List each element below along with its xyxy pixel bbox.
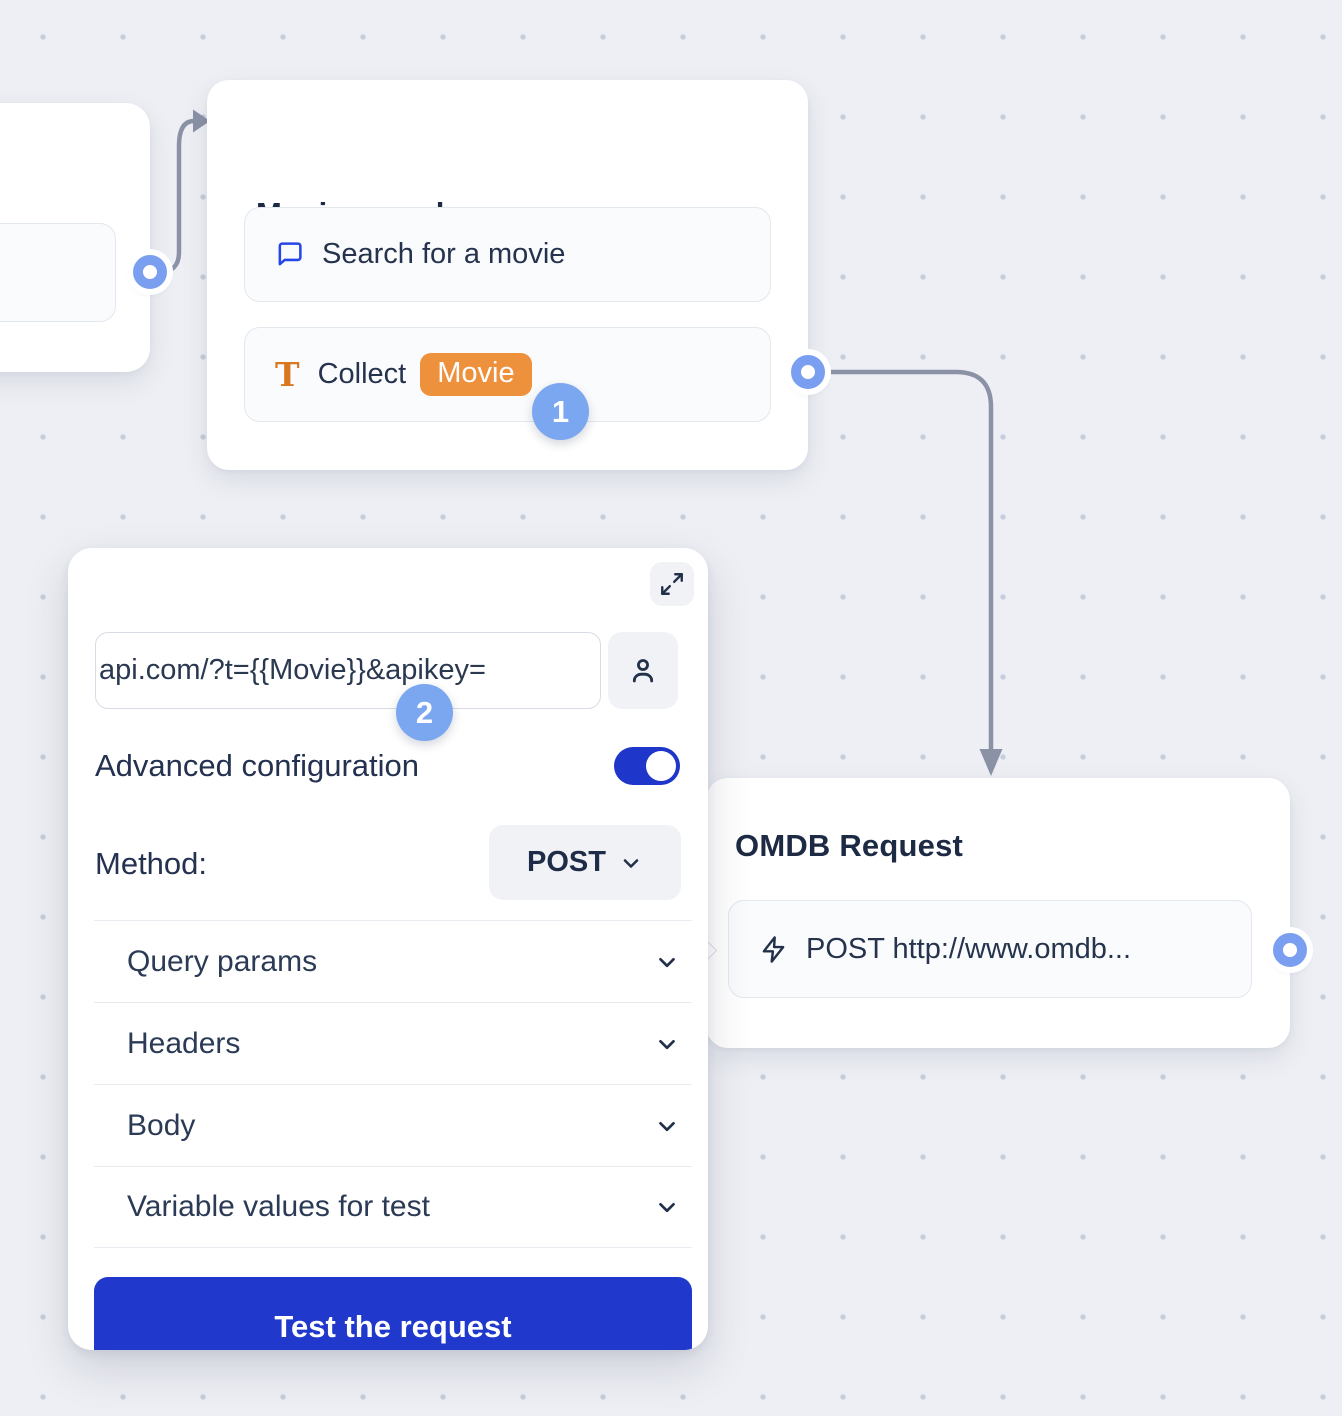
advanced-configuration-toggle[interactable] <box>614 747 680 785</box>
expand-button[interactable] <box>650 562 694 606</box>
toggle-knob <box>646 751 676 781</box>
method-select[interactable]: POST <box>489 825 681 900</box>
omdb-request-node[interactable]: OMDB Request POST http://www.omdb... <box>681 778 1290 1048</box>
section-label: Headers <box>127 1026 241 1060</box>
variable-insert-button[interactable] <box>608 632 678 709</box>
advanced-configuration-label: Advanced configuration <box>95 748 420 783</box>
previous-node-item[interactable] <box>0 223 116 322</box>
connector-into-movie-node <box>147 118 197 275</box>
webhook-block-item[interactable]: POST http://www.omdb... <box>728 900 1252 998</box>
method-label: Method: <box>95 846 208 881</box>
url-input[interactable]: api.com/?t={{Movie}}&apikey= <box>95 632 601 709</box>
collect-block-item[interactable]: T Collect Movie <box>244 327 771 422</box>
message-block-item[interactable]: Search for a movie <box>244 207 771 302</box>
chevron-down-icon <box>659 957 675 967</box>
connector-into-omdb-node <box>823 369 994 755</box>
node-title: OMDB Request <box>735 828 964 863</box>
webhook-block-label: POST http://www.omdb... <box>806 932 1132 965</box>
section-body[interactable]: Body <box>94 1084 692 1166</box>
section-query-params[interactable]: Query params <box>94 920 692 1002</box>
accordion-sections: Query params Headers Body Variable value… <box>94 920 692 1248</box>
variable-chip: Movie <box>420 353 532 396</box>
step-badge-1: 1 <box>532 383 589 440</box>
section-label: Body <box>127 1108 196 1142</box>
previous-node-output-port[interactable] <box>133 255 167 289</box>
url-value: api.com/?t={{Movie}}&apikey= <box>99 654 486 686</box>
webhook-config-panel[interactable]: api.com/?t={{Movie}}&apikey= Advanced co… <box>68 548 708 1350</box>
connector-arrowhead-down <box>979 749 1003 776</box>
person-icon <box>632 658 654 682</box>
section-label: Variable values for test <box>127 1190 430 1223</box>
text-icon: T <box>275 355 300 394</box>
section-variable-values[interactable]: Variable values for test <box>94 1166 692 1248</box>
chevron-down-icon <box>659 1121 675 1131</box>
chevron-down-icon <box>659 1039 675 1049</box>
expand-icon <box>661 573 683 595</box>
collect-block-label: Collect <box>317 358 407 390</box>
omdb-node-output-port[interactable] <box>1273 933 1307 967</box>
chevron-down-icon <box>659 1202 675 1213</box>
movie-search-node[interactable]: Movie search Search for a movie T Collec… <box>207 80 808 470</box>
step-badge-2: 2 <box>396 684 453 741</box>
test-request-button[interactable]: Test the request <box>94 1277 692 1350</box>
chevron-down-icon <box>623 858 639 868</box>
zap-icon <box>759 935 788 964</box>
chat-bubble-icon <box>275 240 304 269</box>
method-value: POST <box>527 846 606 878</box>
movie-node-output-port[interactable] <box>791 355 825 389</box>
section-label: Query params <box>127 944 318 978</box>
previous-node-card[interactable] <box>0 103 150 372</box>
message-block-label: Search for a movie <box>322 238 566 270</box>
section-headers[interactable]: Headers <box>94 1002 692 1084</box>
